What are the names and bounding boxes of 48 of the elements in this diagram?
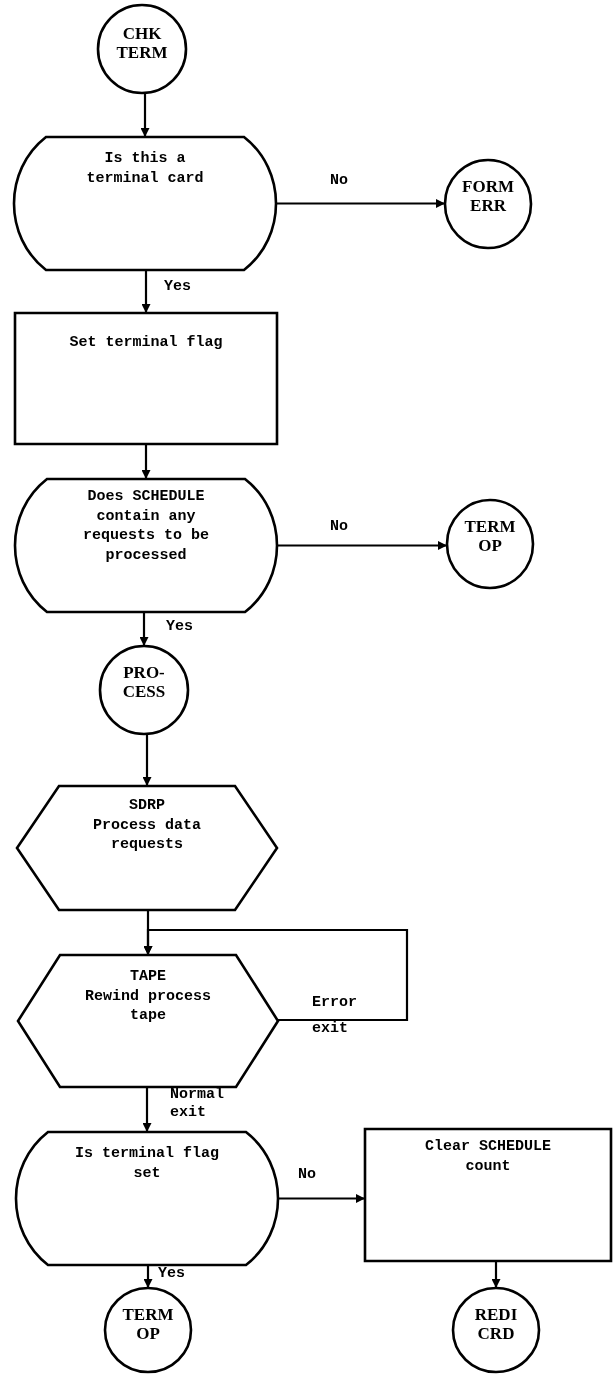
node-text: Set terminal flag [68, 333, 224, 353]
node-text: PRO- CESS [121, 664, 167, 702]
edge-label: No [298, 1166, 316, 1184]
node-text: FORM ERR [461, 178, 515, 216]
node-text: Is terminal flag set [74, 1144, 220, 1183]
node-text: Does SCHEDULE contain any requests to be processed [82, 487, 210, 565]
arrow [491, 1261, 501, 1288]
edge-label: No [330, 172, 348, 190]
connector-circle [447, 500, 533, 588]
routine-name: SDRP [128, 796, 166, 816]
subroutine-hexagon [17, 786, 277, 910]
connector-circle [98, 5, 186, 93]
arrow [139, 612, 149, 646]
connector-circle [445, 160, 531, 248]
node-text: Process data requests [92, 815, 202, 855]
node-text: Is this a terminal card [85, 149, 205, 188]
connector-circle [453, 1288, 539, 1372]
arrow [141, 270, 151, 313]
node-text: REDI CRD [473, 1306, 519, 1344]
arrow [141, 444, 151, 479]
decision-shape [16, 1132, 278, 1265]
routine-name: TAPE [129, 967, 167, 987]
node-text: TERM OP [121, 1306, 175, 1344]
node-text: Clear SCHEDULE count [424, 1137, 552, 1176]
connector-circle [105, 1288, 191, 1372]
arrow [143, 928, 409, 1022]
arrow [276, 199, 445, 208]
arrow [140, 93, 150, 137]
arrow [143, 1265, 153, 1288]
decision-shape [15, 479, 277, 612]
arrow [277, 541, 447, 550]
arrow [142, 1087, 152, 1132]
process-box [15, 313, 277, 444]
node-text: TERM OP [463, 518, 517, 556]
subroutine-hexagon [18, 955, 278, 1087]
arrow [142, 734, 152, 786]
edge-label: Yes [164, 278, 191, 296]
edge-label: Yes [166, 618, 193, 636]
process-box [365, 1129, 611, 1261]
node-text: Rewind process tape [84, 986, 212, 1026]
edge-label: Normal exit [170, 1086, 225, 1122]
edge-label: No [330, 518, 348, 536]
connector-circle [100, 646, 188, 734]
decision-shape [14, 137, 276, 270]
arrow [278, 1194, 365, 1203]
edge-label: Error exit [312, 993, 358, 1040]
node-text: CHK TERM [115, 25, 169, 63]
edge-label: Yes [158, 1265, 185, 1283]
